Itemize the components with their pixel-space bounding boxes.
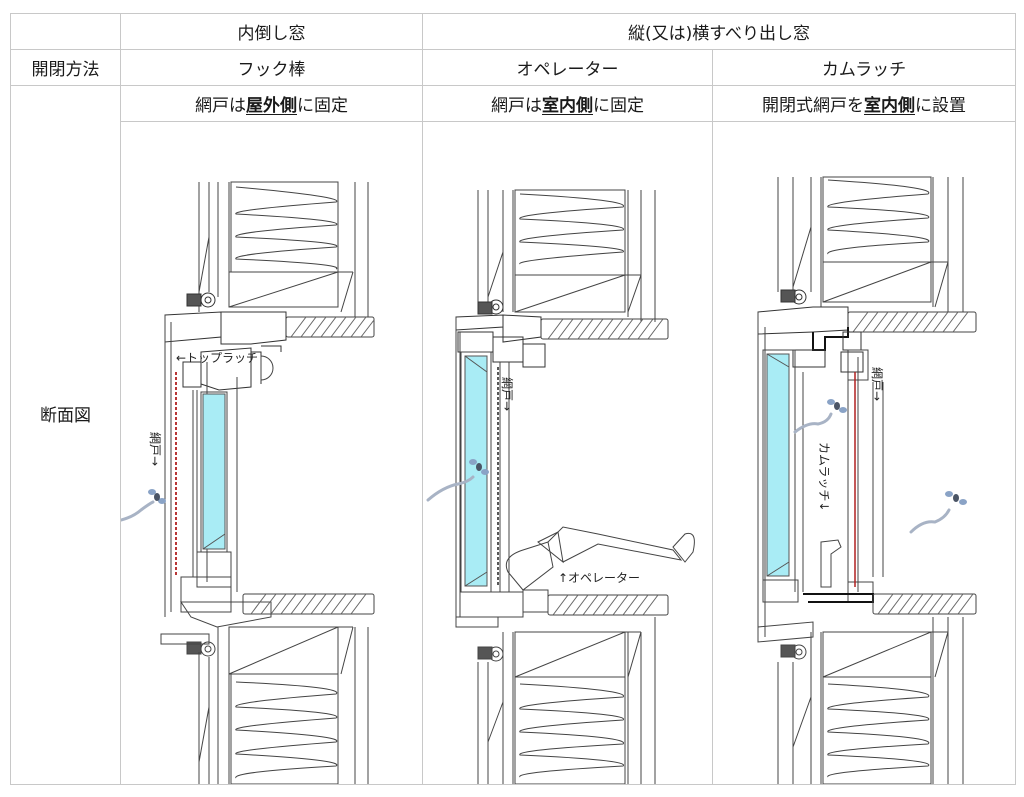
grid-line [10,13,11,785]
section-diagram-inward-tilt: ←トップラッチ 網戸→ [121,181,375,784]
cam-latch-handle [820,539,842,588]
insect-icon [121,489,166,522]
screen-note-pre: 開閉式網戸を [762,96,864,116]
screen-note-1: 網戸は屋外側に固定 [121,86,422,121]
insect-icon [909,491,967,534]
grid-line [712,49,713,785]
top-frame [164,292,287,391]
upper-hatched-board [540,318,669,340]
screen-note-post: に固定 [297,96,348,116]
grid-line [10,85,1016,86]
lower-wall [777,617,964,784]
open-method-hook-rod: フック棒 [237,60,306,80]
grid-line [1015,13,1016,785]
lower-wall [160,626,369,784]
sash [757,312,814,643]
grid-line [422,13,423,785]
section-drawing-label: 断面図 [40,405,91,426]
screen-note-pre: 網戸は [195,96,246,116]
section-diagram-operator: ↑オペレーター 網戸→ [426,189,695,784]
glass-pane [202,393,226,550]
comparison-table: 内倒し窓 縦(又は)横すべり出し窓 開閉方法 フック棒 オペレーター カムラッチ… [10,13,1016,785]
upper-wall [477,189,656,322]
upper-wall [777,176,964,312]
lower-hatched-board [872,593,977,615]
upper-hatched-board [285,316,375,338]
top-frame [455,299,546,368]
operator-arm [505,526,695,591]
screen-note-emph: 屋外側 [246,96,297,116]
top-latch-handle [260,355,274,381]
operator-callout: ↑オペレーター [558,571,640,585]
screen-note-2: 網戸は室内側に固定 [423,86,712,121]
screen-note-emph: 室内側 [542,96,593,116]
grid-line [10,49,1016,50]
header-projected-window: 縦(又は)横すべり出し窓 [627,24,811,44]
lower-hatched-board [547,594,669,616]
lower-hatched-board [242,593,375,615]
screen-note-emph: 室内側 [864,96,915,116]
top-latch-callout: ←トップラッチ [176,351,258,365]
screen-note-3: 開閉式網戸を室内側に設置 [713,86,1015,121]
screen-note-post: に設置 [915,96,966,116]
sash [455,317,549,628]
screen-label: 網戸→ [148,432,162,466]
screen-note-pre: 網戸は [491,96,542,116]
insect-icon [793,399,847,434]
glass-pane [766,353,790,577]
open-method-cam-latch: カムラッチ [821,60,907,80]
screen-note-post: に固定 [593,96,644,116]
upper-wall [198,181,369,317]
grid-line [10,13,1016,14]
bottom-frame-seal [803,593,874,603]
insect-icon [426,459,489,502]
cam-latch-callout: カムラッチ↓ [817,442,831,511]
screen-label: 網戸→ [500,377,514,411]
screen-label: 網戸→ [870,367,884,401]
sash [164,315,272,628]
grid-line [10,784,1016,785]
lower-wall [477,617,656,784]
open-method-label: 開閉方法 [31,60,100,80]
grid-line [120,13,121,785]
open-method-operator: オペレーター [516,60,619,80]
screen-frame [847,349,884,603]
upper-hatched-board [847,311,977,333]
section-diagram-cam-latch: カムラッチ↓ 網戸→ [757,176,977,784]
grid-line [120,121,1016,122]
header-inward-tilt-window: 内倒し窓 [237,24,306,44]
